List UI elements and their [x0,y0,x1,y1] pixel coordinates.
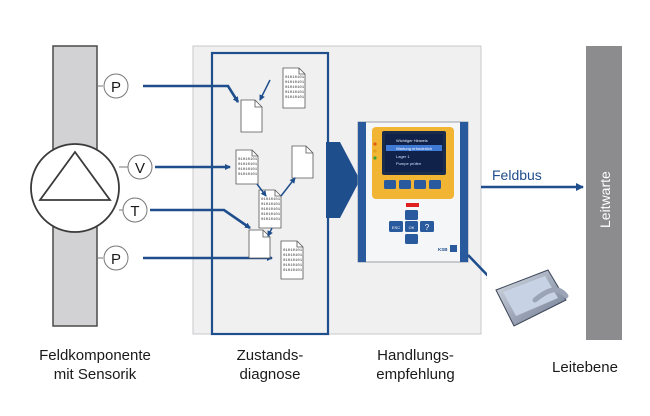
sensor-v: V [119,154,153,180]
document-icon [291,145,314,179]
ok-button[interactable] [405,221,418,232]
help-key-label: ? [425,223,430,232]
document-icon: 01010101 01010101 01010101 01010101 0101… [258,189,282,229]
navigation-pad: ESC OK ? [389,210,434,244]
binary-text: 01010101 [238,168,258,172]
alarm-bar [406,203,419,207]
binary-text: 01010101 [238,173,258,177]
caption-line: Handlungs- [377,347,454,364]
sensor-t: T [119,197,148,223]
sensor-label: V [135,160,145,177]
device-screen-row: Lager 1 [396,154,410,159]
diagnosis-flow-arrows [256,79,296,237]
caption-recommendation: Handlungs- empfehlung [358,346,473,384]
caption-line: empfehlung [376,366,455,383]
sensor-label: T [130,203,139,220]
function-key[interactable] [414,180,426,189]
caption-line: Feldkomponente [39,347,151,364]
nav-down-button[interactable] [405,234,418,244]
caption-line: Leitebene [552,359,618,376]
device-screen-row: Pumpe prüfen [396,161,421,166]
caption-field-component: Feldkomponente mit Sensorik [30,346,160,384]
status-led [373,149,377,153]
function-keys [384,180,441,189]
binary-text: 01010101 [261,218,281,222]
binary-text: 01010101 [261,198,281,202]
status-led [373,142,377,146]
fieldbus-label: Feldbus [492,167,542,183]
binary-text: 01010101 [261,208,281,212]
caption-diagnosis: Zustands- diagnose [215,346,325,384]
device-side-left [358,122,366,262]
binary-text: 01010101 [283,264,303,268]
device-screen-row: Wartung erforderlich [396,146,432,151]
binary-text: 01010101 [283,259,303,263]
sensor-circle [103,73,129,99]
sensor-p-bottom: P [97,245,129,271]
sensor-circle [122,197,148,223]
function-key[interactable] [399,180,411,189]
nav-up-button[interactable] [405,210,418,220]
sensor-label: P [111,251,121,268]
esc-key-label: ESC [392,225,400,230]
caption-control-level: Leitebene [540,358,630,377]
binary-text: 01010101 [283,254,303,258]
sensor-p-top: P [97,73,129,99]
signal-arrow-t [150,208,251,230]
document-icon: 01010101 01010101 01010101 01010101 [235,149,259,185]
document-icon [248,229,271,259]
field-component [30,45,120,327]
sensor-label: P [111,79,121,96]
binary-text: 01010101 [283,269,303,273]
sensor-circle [127,154,153,180]
caption-line: Zustands- [236,347,304,364]
documents: 01010101 01010101 01010101 01010101 0101… [235,67,314,280]
binary-text: 01010101 [238,163,258,167]
pump-impeller [38,150,112,201]
control-room-bar [586,46,622,340]
function-key[interactable] [429,180,441,189]
caption-line: diagnose [239,366,301,383]
binary-text: 01010101 [285,81,305,85]
binary-text: 01010101 [261,203,281,207]
device-side-right [460,122,468,262]
device-screen [385,134,443,172]
status-led [373,156,377,160]
device-screen-title: Wichtiger Hinweis [396,138,428,143]
binary-text: 01010101 [238,158,258,162]
process-arrow [326,142,360,218]
control-room-label: Leitwarte [597,171,613,228]
help-button[interactable] [420,221,434,232]
mobile-device-photo [487,269,569,332]
binary-text: 01010101 [285,96,305,100]
signal-arrow-p-top [143,84,240,103]
document-icon: 01010101 01010101 01010101 01010101 0101… [280,240,304,280]
esc-button[interactable] [389,221,403,232]
control-device: Wichtiger Hinweis Wartung erforderlich L… [357,121,469,263]
pump-icon [30,143,120,233]
binary-text: 01010101 [261,213,281,217]
binary-text: 01010101 [285,86,305,90]
binary-text: 01010101 [285,91,305,95]
document-icon [240,99,263,133]
binary-text: 01010101 [285,76,305,80]
document-icon: 01010101 01010101 01010101 01010101 0101… [282,67,306,109]
binary-text: 01010101 [283,249,303,253]
brand-emblem [450,245,457,252]
brand-label: KSB [438,247,448,252]
caption-line: mit Sensorik [53,366,137,383]
sensor-circle [103,245,129,271]
ok-key-label: OK [409,225,415,230]
function-key[interactable] [384,180,396,189]
